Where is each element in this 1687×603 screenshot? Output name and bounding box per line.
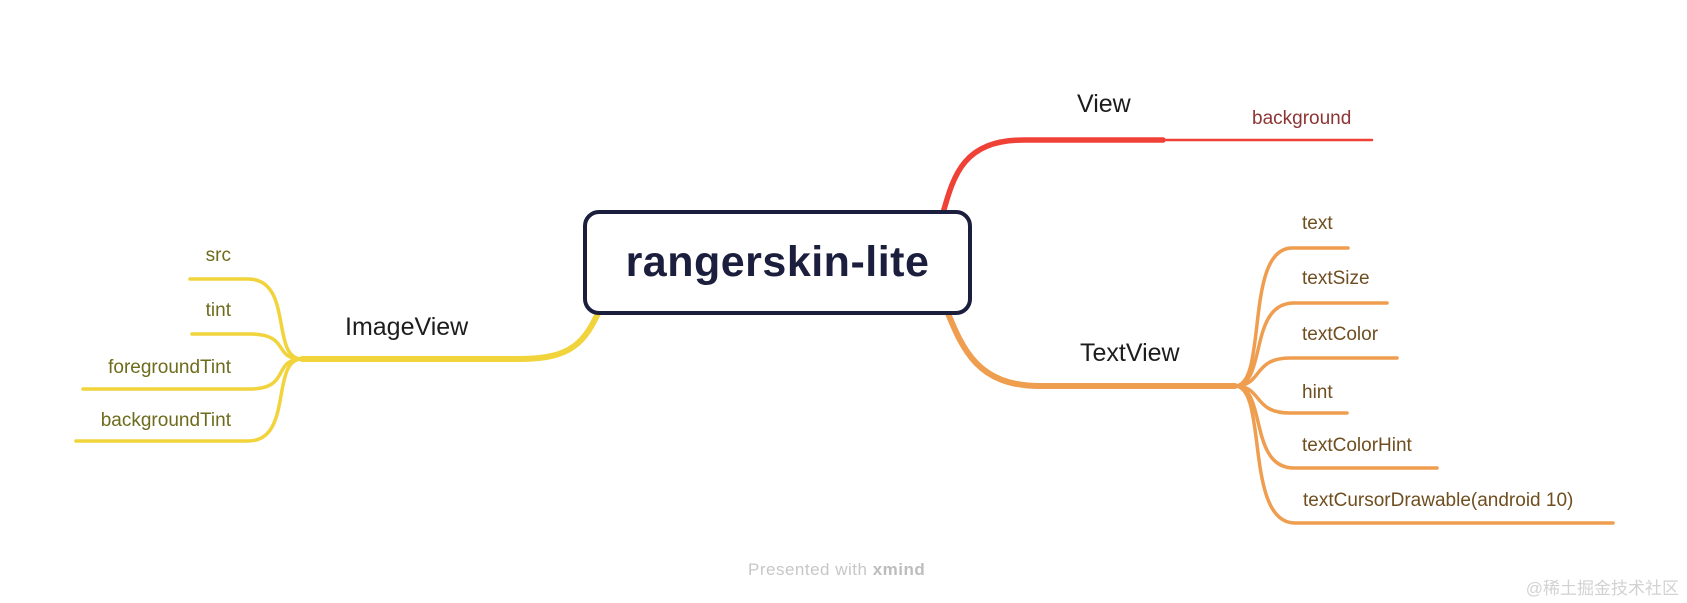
central-topic-label: rangerskin-lite [625,238,930,286]
topic-textview-textsize[interactable]: textSize [1302,268,1370,289]
topic-imageview-src[interactable]: src [205,245,231,266]
xmind-brand: xmind [872,560,926,579]
topic-textview-hint[interactable]: hint [1302,382,1333,403]
topic-imageview-backgroundtint[interactable]: backgroundTint [100,410,231,431]
topic-textview[interactable]: TextView [1080,339,1180,367]
topic-textview-text[interactable]: text [1302,213,1333,234]
topic-view[interactable]: View [1077,90,1131,118]
imageview-child-line-tint [190,332,304,361]
community-watermark: @稀土掘金技术社区 [1525,579,1679,598]
topic-textview-textcursordrawable[interactable]: textCursorDrawable(android 10) [1303,490,1574,511]
topic-imageview-foregroundtint[interactable]: foregroundTint [108,357,231,378]
topic-view-background[interactable]: background [1252,108,1352,129]
topic-textview-textcolorhint[interactable]: textColorHint [1302,435,1412,456]
central-topic[interactable]: rangerskin-lite [583,210,972,315]
xmind-watermark-prefix: Presented with [748,560,873,579]
xmind-watermark: Presented with xmind [748,560,925,580]
view-branch-line [940,137,1166,216]
topic-imageview-tint[interactable]: tint [205,300,231,321]
topic-textview-textcolor[interactable]: textColor [1302,324,1379,345]
topic-imageview[interactable]: ImageView [345,313,469,341]
